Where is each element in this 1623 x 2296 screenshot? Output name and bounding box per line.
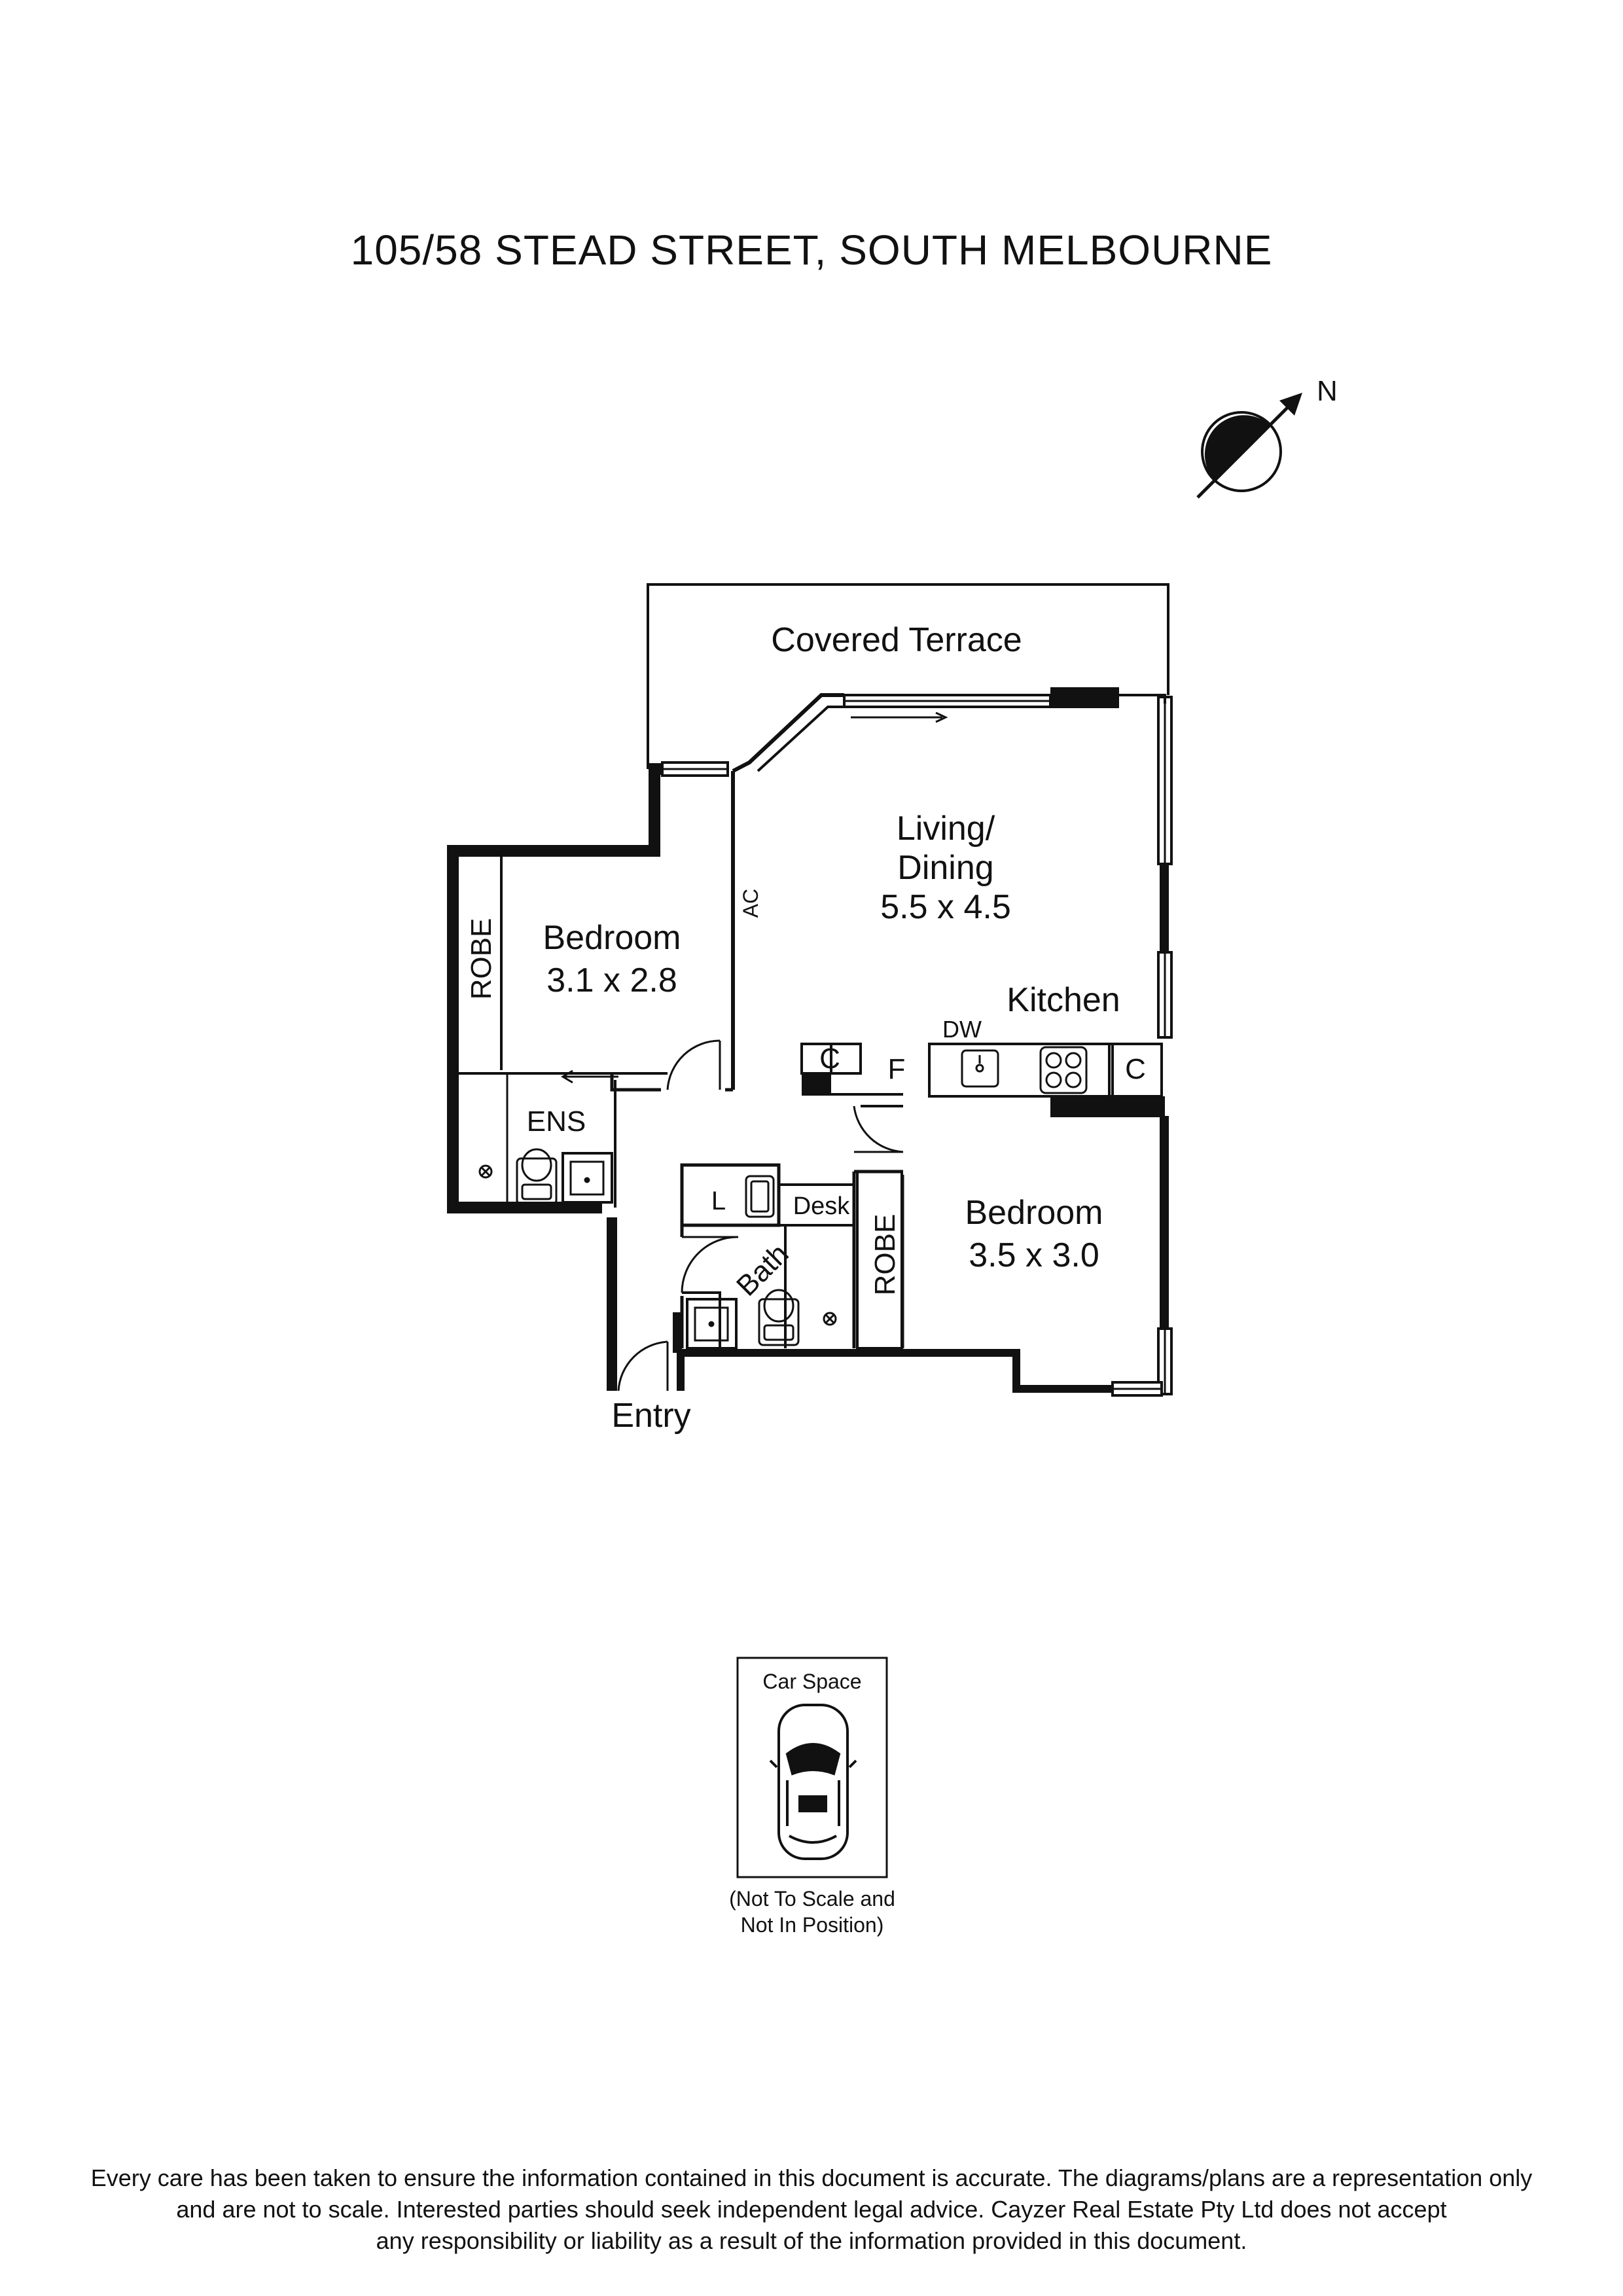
dining-label: Dining — [897, 849, 993, 887]
floor-waste-icon — [823, 1312, 837, 1326]
disclaimer-line: and are not to scale. Interested parties… — [176, 2196, 1447, 2223]
room-labels: Covered Terrace Living/ Dining 5.5 x 4.5… — [465, 621, 1146, 1435]
door-swings — [561, 1039, 904, 1391]
bedroom2-label: Bedroom — [965, 1194, 1103, 1232]
car-space: Car Space (Not To Scale and Not In Posit… — [729, 1657, 895, 1937]
toilet-icon — [758, 1289, 800, 1346]
page-title: 105/58 STEAD STREET, SOUTH MELBOURNE — [350, 226, 1273, 274]
disclaimer-line: any responsibility or liability as a res… — [376, 2227, 1247, 2254]
living-label: Living/ — [897, 810, 995, 848]
car-note-line1: (Not To Scale and — [729, 1887, 895, 1910]
terrace-label: Covered Terrace — [771, 621, 1022, 659]
car-space-label: Car Space — [762, 1670, 861, 1693]
desk-label: Desk — [793, 1193, 851, 1220]
cupboard2-label: C — [1125, 1053, 1146, 1085]
fixtures — [478, 1043, 1163, 1350]
cupboard1-label: C — [819, 1043, 840, 1075]
entry-label: Entry — [611, 1397, 690, 1435]
floor-waste-icon — [478, 1164, 493, 1179]
cooktop-icon — [1039, 1046, 1088, 1094]
basin-icon — [562, 1152, 613, 1204]
laundry-tub-icon — [745, 1175, 775, 1218]
dishwasher-label: DW — [942, 1016, 982, 1043]
covered-terrace — [647, 583, 1169, 769]
kitchen-label: Kitchen — [1007, 981, 1120, 1019]
car-note-line2: Not In Position) — [741, 1913, 884, 1937]
ac-label: AC — [739, 889, 762, 918]
disclaimer: Every care has been taken to ensure the … — [52, 2162, 1571, 2257]
robe1-label: ROBE — [465, 918, 497, 1000]
basin-icon — [686, 1298, 738, 1350]
bedroom1-label: Bedroom — [543, 919, 681, 957]
sink-icon — [961, 1049, 999, 1088]
north-arrow-icon: N — [1196, 375, 1338, 499]
north-label: N — [1317, 375, 1338, 407]
living-size-label: 5.5 x 4.5 — [880, 888, 1010, 926]
bedroom2-size-label: 3.5 x 3.0 — [969, 1236, 1099, 1274]
robe2-label: ROBE — [869, 1214, 901, 1296]
ensuite-label: ENS — [527, 1105, 586, 1138]
toilet-icon — [516, 1148, 558, 1206]
car-icon — [769, 1704, 857, 1860]
fridge-label: F — [888, 1053, 906, 1085]
bedroom1-size-label: 3.1 x 2.8 — [546, 961, 677, 999]
laundry-label: L — [711, 1187, 726, 1215]
walls — [447, 687, 1173, 1397]
disclaimer-line: Every care has been taken to ensure the … — [90, 2164, 1533, 2191]
